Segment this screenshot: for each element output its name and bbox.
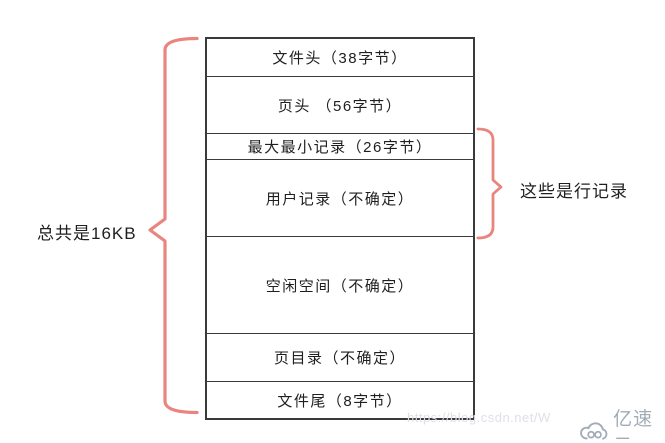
- yisu-cloud-logo: 亿速云: [579, 404, 665, 443]
- yisu-cloud-logo-text: 亿速云: [613, 409, 654, 443]
- row-file-header: 文件头（38字节）: [272, 50, 408, 67]
- watermark-url: https://blog.csdn.net/W: [407, 410, 551, 425]
- innodb-page-box: 文件头（38字节） 页头 （56字节） 最大最小记录（26字节） 用户记录（不确…: [205, 37, 475, 420]
- row-min-max-records: 最大最小记录（26字节）: [207, 133, 473, 159]
- row-user-records: 用户记录（不确定）: [207, 159, 473, 236]
- left-brace-icon: [148, 36, 199, 415]
- row-page-directory: 页目录（不确定）: [207, 333, 473, 381]
- row-page-header: 页头 （56字节）: [207, 76, 473, 133]
- total-size-label: 总共是16KB: [37, 224, 137, 243]
- right-brace-icon: [476, 127, 503, 240]
- row-records-label: 这些是行记录: [520, 182, 628, 201]
- row-file-trailer: 文件尾（8字节）: [207, 381, 473, 419]
- cloud-icon: [580, 421, 608, 440]
- row-free-space: 空闲空间（不确定）: [207, 236, 473, 333]
